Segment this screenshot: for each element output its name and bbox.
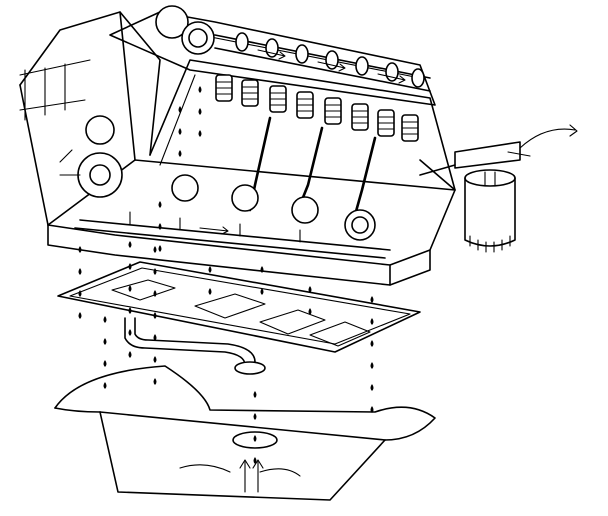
- valve-spring: [296, 91, 314, 119]
- oil-drop: [208, 288, 212, 295]
- oil-drop: [128, 241, 132, 248]
- oil-drop: [128, 329, 132, 336]
- valve-springs: [215, 74, 419, 142]
- oil-drop: [208, 266, 212, 273]
- oil-filter: [419, 124, 578, 253]
- timing-gear: [19, 59, 123, 198]
- oil-drop: [370, 318, 374, 325]
- oil-drop: [198, 86, 202, 93]
- oil-drop: [178, 128, 182, 135]
- oil-drop: [253, 457, 257, 464]
- oil-drop: [153, 312, 157, 319]
- oil-drop: [198, 130, 202, 137]
- crankshaft-bearings: [171, 174, 376, 241]
- valve-spring: [377, 109, 395, 137]
- oil-drop: [158, 201, 162, 208]
- oil-drop: [78, 290, 82, 297]
- oil-drop: [370, 362, 374, 369]
- oil-drop: [103, 338, 107, 345]
- oil-pan-gasket: [57, 261, 421, 353]
- oil-drop: [253, 435, 257, 442]
- oil-drop: [128, 307, 132, 314]
- oil-drop: [253, 391, 257, 398]
- oil-pan: [54, 365, 436, 501]
- oil-drop: [198, 108, 202, 115]
- oil-pickup-tube: [124, 317, 266, 375]
- oil-drop: [78, 312, 82, 319]
- camshaft: [155, 5, 431, 92]
- oil-flow-drops: [78, 86, 374, 464]
- oil-drop: [178, 106, 182, 113]
- valve-spring: [351, 103, 369, 131]
- oil-drop: [260, 266, 264, 273]
- oil-drop: [103, 382, 107, 389]
- oil-gallery: [74, 211, 391, 259]
- oil-drop: [103, 360, 107, 367]
- oil-drop: [178, 150, 182, 157]
- oil-drop: [153, 378, 157, 385]
- valve-spring: [324, 97, 342, 125]
- valve-spring: [215, 74, 233, 102]
- oil-drop: [128, 285, 132, 292]
- oil-drop: [128, 351, 132, 358]
- oil-drop: [128, 263, 132, 270]
- oil-drop: [103, 316, 107, 323]
- oil-drop: [153, 290, 157, 297]
- oil-drop: [370, 296, 374, 303]
- valve-spring: [269, 85, 287, 113]
- oil-drop: [308, 308, 312, 315]
- oil-drop: [308, 286, 312, 293]
- oil-drop: [370, 384, 374, 391]
- oil-drop: [78, 268, 82, 275]
- oil-drop: [253, 413, 257, 420]
- oil-drop: [153, 356, 157, 363]
- oil-drop: [153, 246, 157, 253]
- oil-drop: [370, 406, 374, 413]
- oil-drop: [260, 288, 264, 295]
- oil-drop: [158, 223, 162, 230]
- oil-drop: [370, 340, 374, 347]
- oil-drop: [158, 245, 162, 252]
- valve-spring: [241, 79, 259, 107]
- oil-drop: [78, 246, 82, 253]
- oil-drop: [153, 334, 157, 341]
- oil-drop: [153, 268, 157, 275]
- valve-spring: [401, 114, 419, 142]
